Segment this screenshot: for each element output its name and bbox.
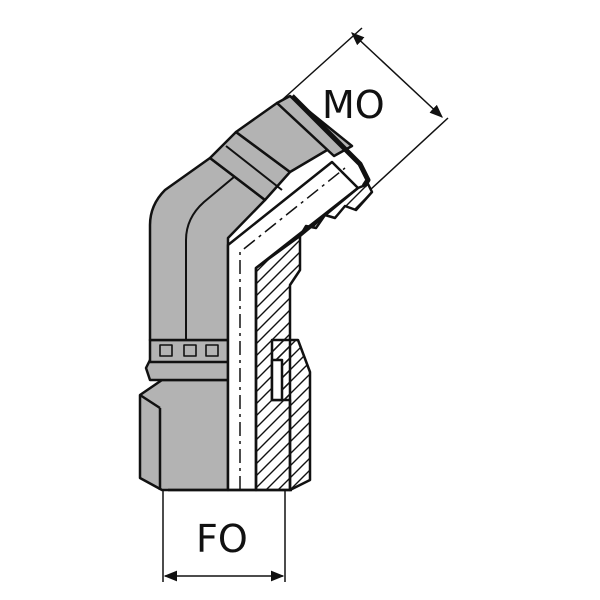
dimension-label-mo: MO: [322, 83, 385, 127]
nut-edge: [139, 393, 161, 410]
dimension-line: [351, 32, 443, 118]
fitting-exterior: [138, 94, 371, 492]
o-ring: [290, 94, 371, 188]
seal-band: [275, 94, 354, 158]
elbow-bend-line: [185, 171, 241, 340]
swivel-nut: [138, 378, 230, 492]
knurl-tooth: [159, 344, 173, 357]
extension-line: [281, 27, 363, 101]
elbow-body: [148, 156, 267, 342]
section-seat: [270, 358, 284, 402]
dimension-mo: [281, 27, 449, 191]
dimension-fo: [162, 490, 286, 582]
dimension-label-fo: FO: [196, 517, 248, 561]
section-thread: [298, 182, 374, 238]
knurl-tooth: [205, 344, 219, 357]
centre-line: [239, 167, 346, 490]
outlet-edge: [225, 145, 283, 191]
fitting-section: [168, 160, 374, 492]
extension-line: [369, 117, 449, 191]
knurl-tooth: [183, 344, 197, 357]
